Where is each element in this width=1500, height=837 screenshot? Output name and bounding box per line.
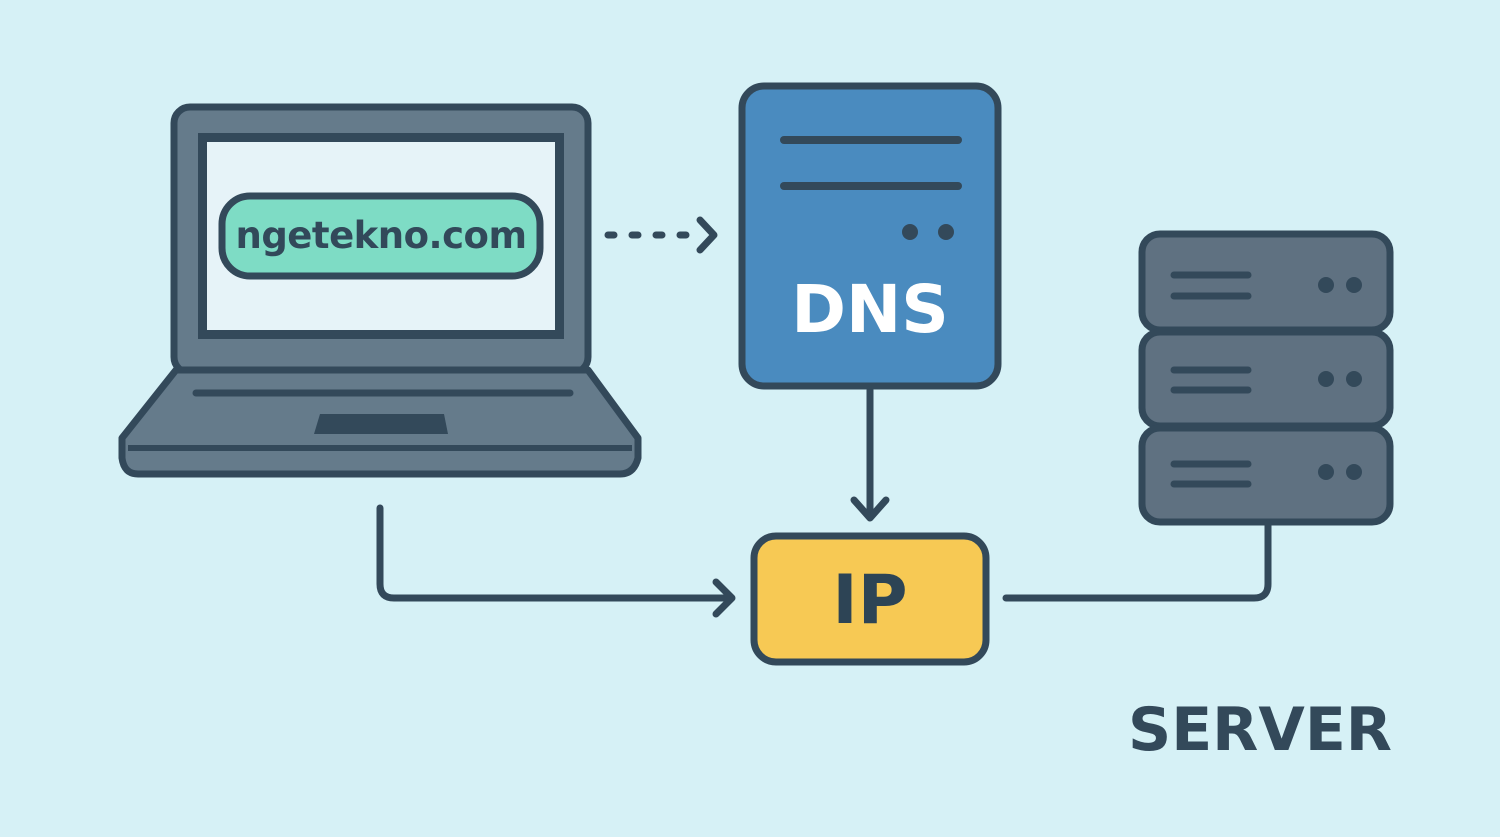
url-bar (218, 192, 544, 280)
dns-box (738, 82, 1002, 390)
server-label: SERVER (1127, 695, 1393, 765)
arrow-laptop-to-dns (604, 216, 718, 254)
dns-server-icon (738, 82, 1002, 390)
server-rack-icon (1138, 230, 1394, 526)
dns-led-2 (938, 224, 954, 240)
laptop-trackpad (314, 414, 448, 434)
ip-box (750, 532, 990, 666)
arrow-dns-to-ip (850, 386, 890, 522)
ip-label: IP (832, 561, 908, 640)
url-text: ngetekno.com (235, 214, 527, 257)
arrow-laptop-to-ip (376, 504, 736, 618)
dns-label: DNS (791, 271, 949, 348)
connector-ip-to-server (1002, 520, 1272, 602)
laptop-icon (118, 103, 642, 478)
dns-led-1 (902, 224, 918, 240)
